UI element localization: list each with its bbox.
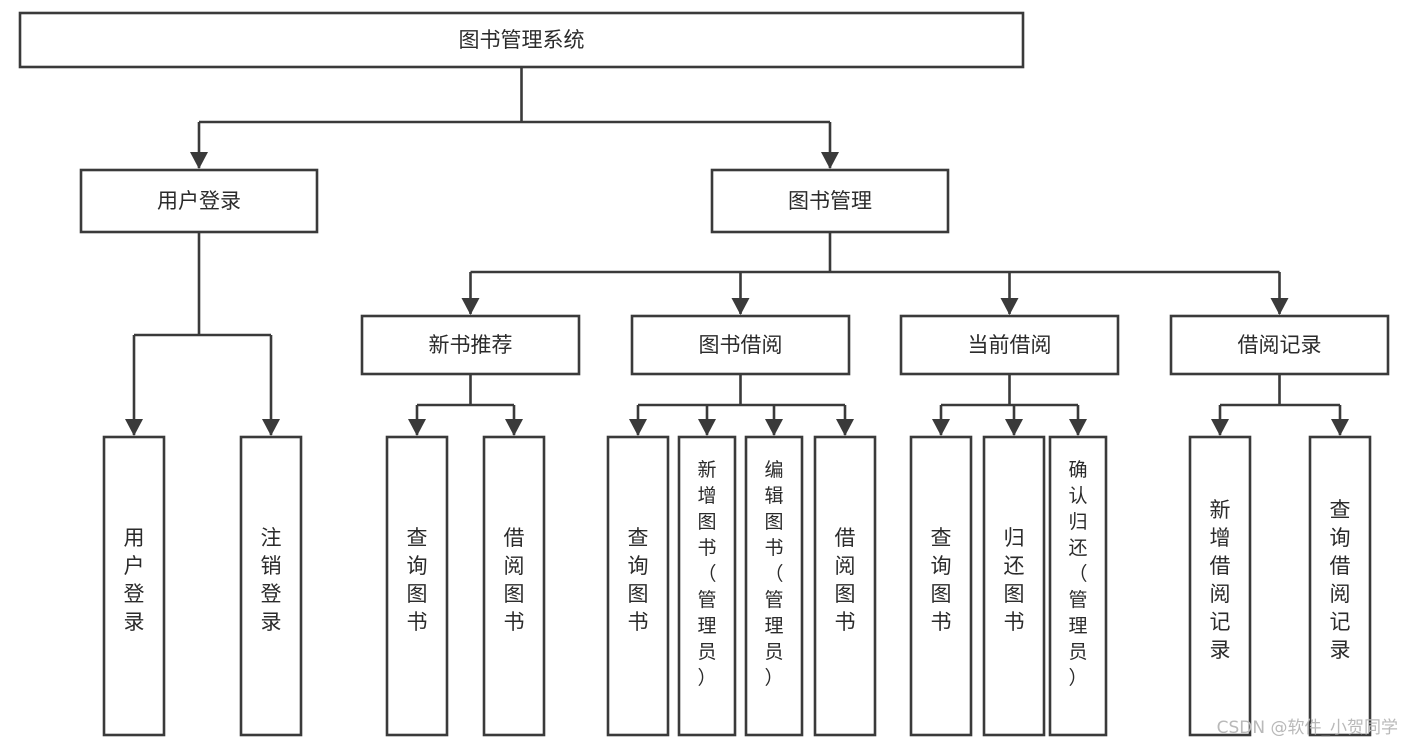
leaf-node-4-label: 查询图书 — [628, 526, 649, 634]
nodes-layer: 图书管理系统用户登录图书管理新书推荐图书借阅当前借阅借阅记录用户登录注销登录查询… — [18, 11, 1390, 737]
leaf-node-2[interactable]: 查询图书 — [385, 435, 449, 737]
level2-node-0-box — [79, 168, 319, 234]
root-node-system[interactable]: 图书管理系统 — [18, 11, 1025, 69]
level2-node-0[interactable]: 用户登录 — [79, 168, 319, 234]
level2-node-0-label: 用户登录 — [157, 189, 241, 213]
leaf-node-11[interactable]: 新增借阅记录 — [1188, 435, 1252, 737]
level2-node-1[interactable]: 图书管理 — [710, 168, 950, 234]
arrow-head-icon-borrow-2 — [765, 419, 783, 436]
level3-node-0-box — [360, 314, 581, 376]
leaf-node-5-box — [677, 435, 737, 737]
arrow-head-icon-newbook-0 — [408, 419, 426, 436]
leaf-node-10-box — [1048, 435, 1108, 737]
leaf-node-1[interactable]: 注销登录 — [239, 435, 303, 737]
level3-node-3-box — [1169, 314, 1390, 376]
leaf-node-5-label: 新增图书（管理员） — [697, 459, 716, 689]
leaf-node-1-box — [239, 435, 303, 737]
level3-node-0[interactable]: 新书推荐 — [360, 314, 581, 376]
csdn-watermark: CSDN @软件_小贺同学 — [1217, 718, 1398, 738]
arrow-head-icon-borrow-0 — [629, 419, 647, 436]
arrow-head-icon-level3-3 — [1270, 298, 1289, 315]
arrow-head-icon-login-1 — [262, 419, 280, 436]
level3-node-0-label: 新书推荐 — [429, 333, 513, 357]
arrow-head-icon-current-0 — [932, 419, 950, 436]
level3-node-1-box — [630, 314, 851, 376]
leaf-node-8-label: 查询图书 — [931, 526, 952, 634]
arrow-head-icon-borrow-1 — [698, 419, 716, 436]
leaf-node-3[interactable]: 借阅图书 — [482, 435, 546, 737]
leaf-node-1-label: 注销登录 — [261, 526, 282, 634]
arrow-head-icon-record-0 — [1211, 419, 1229, 436]
arrow-head-icon-level2-1 — [821, 152, 839, 169]
arrow-head-icon-level3-2 — [1000, 298, 1019, 315]
level2-node-1-label: 图书管理 — [788, 189, 872, 213]
leaf-node-2-box — [385, 435, 449, 737]
leaf-node-9-box — [982, 435, 1046, 737]
leaf-node-0[interactable]: 用户登录 — [102, 435, 166, 737]
leaf-node-12-label: 查询借阅记录 — [1330, 498, 1351, 662]
arrow-head-icon-borrow-3 — [836, 419, 854, 436]
leaf-node-9-label: 归还图书 — [1004, 526, 1025, 634]
root-node-system-label: 图书管理系统 — [459, 28, 585, 52]
level3-node-2[interactable]: 当前借阅 — [899, 314, 1120, 376]
leaf-node-6-box — [744, 435, 804, 737]
leaf-node-0-box — [102, 435, 166, 737]
arrow-head-icon-level3-1 — [731, 298, 750, 315]
level3-node-3[interactable]: 借阅记录 — [1169, 314, 1390, 376]
level2-node-1-box — [710, 168, 950, 234]
leaf-node-5[interactable]: 新增图书（管理员） — [677, 435, 737, 737]
leaf-node-6[interactable]: 编辑图书（管理员） — [744, 435, 804, 737]
leaf-node-2-label: 查询图书 — [407, 526, 428, 634]
arrow-head-icon-login-0 — [125, 419, 143, 436]
leaf-node-12-box — [1308, 435, 1372, 737]
level3-node-1-label: 图书借阅 — [699, 333, 783, 357]
leaf-node-6-label: 编辑图书（管理员） — [764, 459, 783, 689]
leaf-node-10[interactable]: 确认归还（管理员） — [1048, 435, 1108, 737]
leaf-node-3-box — [482, 435, 546, 737]
level3-node-2-label: 当前借阅 — [968, 333, 1052, 357]
level3-node-3-label: 借阅记录 — [1238, 333, 1322, 357]
arrow-head-icon-newbook-1 — [505, 419, 523, 436]
arrow-head-icon-current-2 — [1069, 419, 1087, 436]
leaf-node-8[interactable]: 查询图书 — [909, 435, 973, 737]
root-node-system-box — [18, 11, 1025, 69]
leaf-node-0-label: 用户登录 — [124, 526, 145, 634]
arrow-head-icon-current-1 — [1005, 419, 1023, 436]
arrow-head-icon-level2-0 — [190, 152, 208, 169]
leaf-node-7-label: 借阅图书 — [835, 526, 856, 634]
leaf-node-4-box — [606, 435, 670, 737]
leaf-node-11-label: 新增借阅记录 — [1210, 498, 1231, 662]
connectors-layer — [125, 67, 1349, 436]
leaf-node-11-box — [1188, 435, 1252, 737]
leaf-node-7-box — [813, 435, 877, 737]
leaf-node-7[interactable]: 借阅图书 — [813, 435, 877, 737]
leaf-node-3-label: 借阅图书 — [504, 526, 525, 634]
leaf-node-9[interactable]: 归还图书 — [982, 435, 1046, 737]
level3-node-1[interactable]: 图书借阅 — [630, 314, 851, 376]
leaf-node-8-box — [909, 435, 973, 737]
arrow-head-icon-level3-0 — [461, 298, 480, 315]
leaf-node-4[interactable]: 查询图书 — [606, 435, 670, 737]
arrow-head-icon-record-1 — [1331, 419, 1349, 436]
level3-node-2-box — [899, 314, 1120, 376]
leaf-node-12[interactable]: 查询借阅记录 — [1308, 435, 1372, 737]
leaf-node-10-label: 确认归还（管理员） — [1068, 459, 1087, 689]
